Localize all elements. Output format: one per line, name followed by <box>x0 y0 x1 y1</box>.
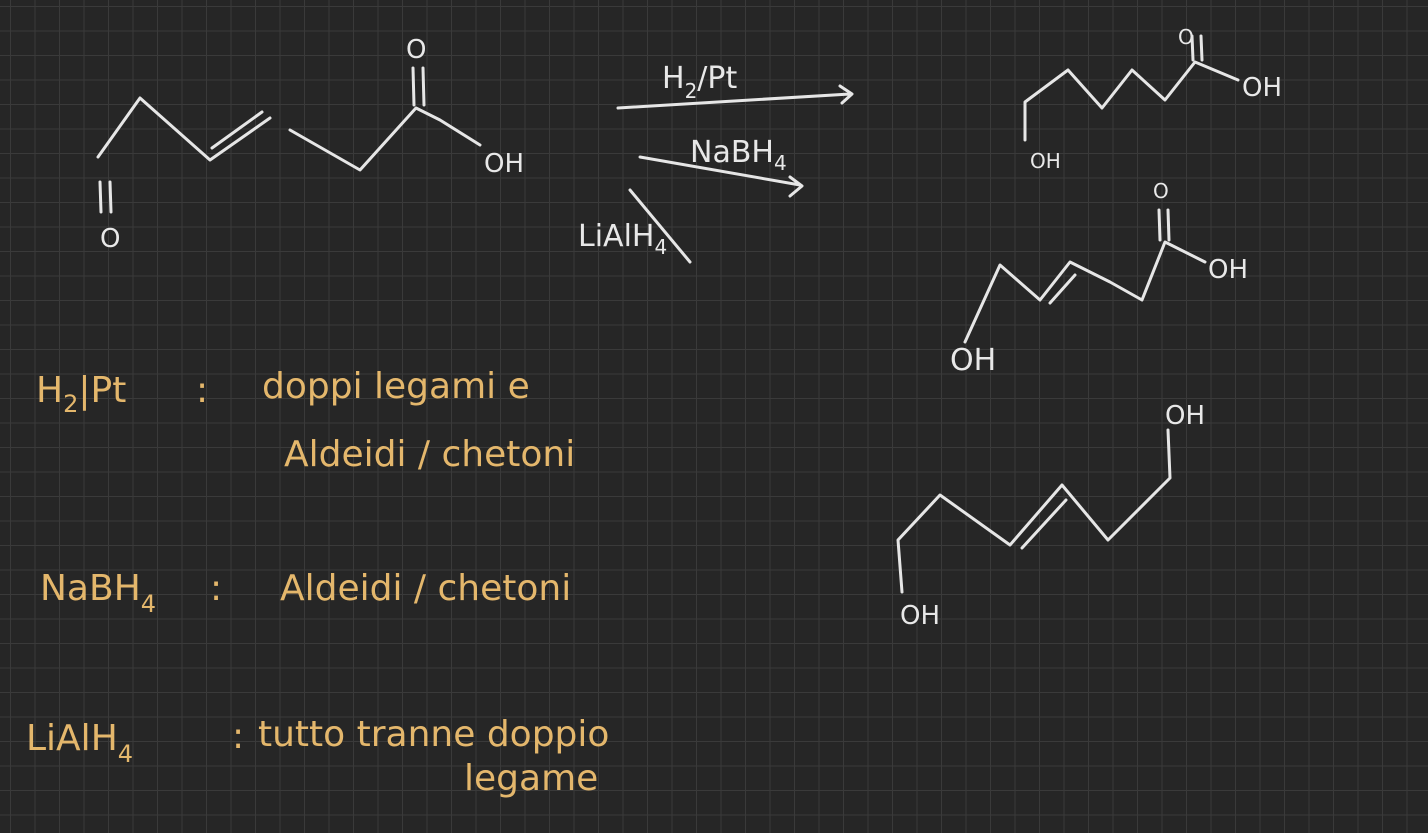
product-1-skeleton <box>1023 60 1240 142</box>
note-h2pt-reagent-sub: 2 <box>63 390 78 418</box>
reagent-h2pt-sub: 2 <box>685 79 698 103</box>
reactant-oxygen-top: O <box>406 35 426 65</box>
reagent-h2pt: H2/Pt <box>616 61 854 110</box>
svg-text:NaBH4: NaBH4 <box>690 135 787 175</box>
note-h2pt-line2: Aldeidi / chetoni <box>284 434 575 475</box>
product-1-hydroxyl: OH <box>1030 149 1061 173</box>
note-h2pt-sep: : <box>196 370 208 411</box>
product-2-double-bond <box>1048 273 1077 305</box>
svg-text:H2|Pt: H2|Pt <box>36 370 126 418</box>
product-2-skeleton <box>963 240 1207 344</box>
product-2-carbonyl <box>1157 208 1171 242</box>
note-h2pt-reagent-main: H <box>36 370 63 411</box>
reactant-oxygen-bottom: O <box>100 224 120 254</box>
reagent-h2pt-main: H <box>662 61 685 96</box>
reagent-nabh4-main: NaBH <box>690 135 774 170</box>
product-3-double-bond <box>1020 498 1068 550</box>
product-3-hydroxyl-bottom: OH <box>900 601 940 631</box>
reagent-lialh4-main: LiAlH <box>578 219 654 254</box>
note-nabh4-line1: Aldeidi / chetoni <box>280 568 571 609</box>
note-h2pt: H2|Pt : doppi legami e Aldeidi / chetoni <box>36 366 575 475</box>
reactant-carbonyl-top <box>411 66 426 107</box>
reagent-nabh4: NaBH4 <box>638 135 804 198</box>
note-nabh4-reagent-main: NaBH <box>40 568 141 609</box>
product-1-carbonyl <box>1190 34 1204 62</box>
note-lialh4-line2: legame <box>464 758 598 799</box>
reagent-lialh4-sub: 4 <box>654 235 667 259</box>
product-3-skeleton <box>896 428 1172 594</box>
reactant-hydroxyl: OH <box>484 149 524 179</box>
note-nabh4: NaBH4 : Aldeidi / chetoni <box>40 568 571 618</box>
svg-text:LiAlH4: LiAlH4 <box>578 219 667 259</box>
product-3-hydroxyl-top: OH <box>1165 401 1205 431</box>
arrow-h2pt <box>616 84 854 110</box>
note-nabh4-sep: : <box>210 568 222 609</box>
reactant-carbonyl-bottom <box>98 180 113 214</box>
note-lialh4-line1: tutto tranne doppio <box>258 714 609 755</box>
arrow-lialh4 <box>628 188 692 264</box>
reactant-molecule: O O OH <box>96 35 524 254</box>
reactant-skeleton <box>96 96 482 172</box>
product-1-oxygen: O <box>1178 25 1194 49</box>
note-h2pt-reagent-rest: |Pt <box>78 370 126 411</box>
product-2-molecule: O OH OH <box>950 179 1248 378</box>
reactant-double-bond <box>210 110 264 150</box>
product-1-molecule: O OH OH <box>1023 25 1282 173</box>
note-nabh4-reagent-sub: 4 <box>141 590 156 618</box>
product-1-acid-hydroxyl: OH <box>1242 73 1282 103</box>
svg-text:H2/Pt: H2/Pt <box>662 61 737 103</box>
note-lialh4-sep: : <box>232 716 244 757</box>
note-h2pt-line1: doppi legami e <box>262 366 530 407</box>
note-lialh4-reagent-sub: 4 <box>118 740 133 768</box>
product-3-molecule: OH OH <box>896 401 1205 631</box>
svg-text:LiAlH4: LiAlH4 <box>26 718 133 768</box>
svg-text:NaBH4: NaBH4 <box>40 568 156 618</box>
arrow-nabh4 <box>638 155 804 198</box>
note-lialh4: LiAlH4 : tutto tranne doppio legame <box>26 714 609 799</box>
note-lialh4-reagent-main: LiAlH <box>26 718 118 759</box>
product-2-hydroxyl: OH <box>950 343 996 378</box>
reagent-lialh4: LiAlH4 <box>578 188 692 264</box>
product-2-acid-hydroxyl: OH <box>1208 255 1248 285</box>
reagent-h2pt-rest: /Pt <box>697 61 737 96</box>
reagent-nabh4-sub: 4 <box>774 151 787 175</box>
product-2-oxygen: O <box>1153 179 1169 203</box>
